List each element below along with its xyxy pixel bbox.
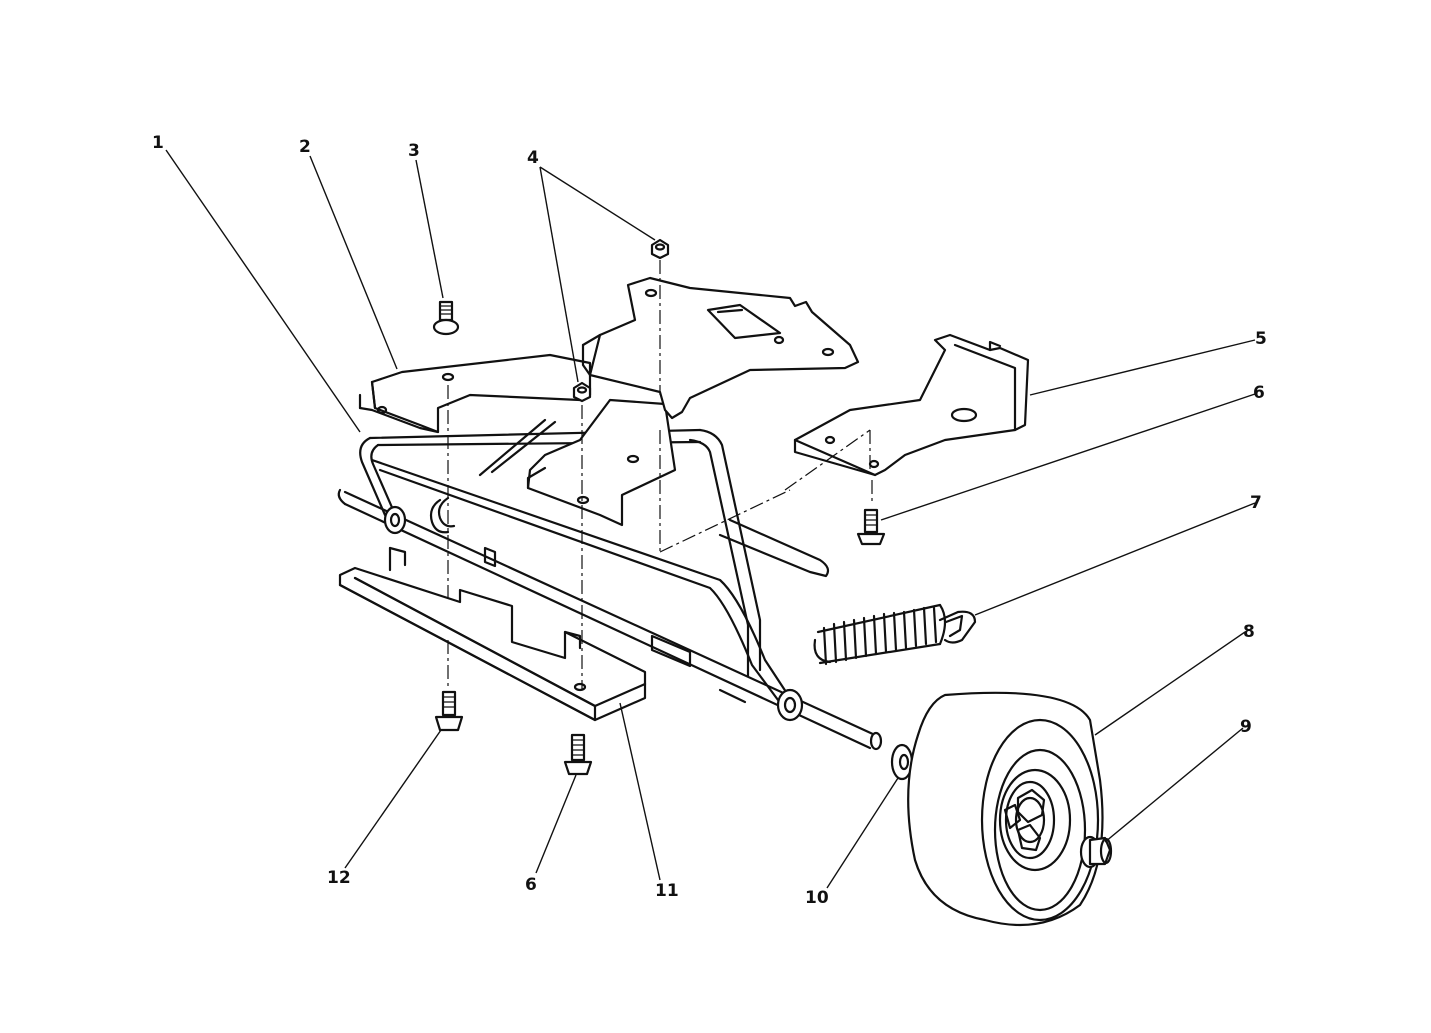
part-8-wheel (907, 691, 1104, 927)
leader-1 (165, 149, 361, 433)
leader-8 (1094, 631, 1246, 736)
leader-6a (880, 393, 1256, 521)
part-5-right-bracket (793, 333, 1030, 477)
hex-nut-upper (650, 238, 670, 260)
callout-2: 2 (299, 137, 311, 157)
callout-6b: 6 (525, 875, 537, 895)
part-2-pivot-bracket (358, 353, 677, 527)
leader-2 (309, 155, 398, 370)
callout-12: 12 (327, 868, 351, 888)
callout-labels: 1 2 3 4 5 6 7 8 9 10 11 12 6 (152, 133, 1267, 908)
callout-6a: 6 (1253, 383, 1265, 403)
part-7-extension-spring (813, 603, 977, 666)
part-12-screw (434, 690, 464, 732)
part-3-flanged-bushing (432, 300, 460, 336)
leader-7 (974, 502, 1256, 616)
part-11-lower-channel (338, 546, 647, 722)
callout-8: 8 (1243, 622, 1255, 642)
callout-9: 9 (1240, 717, 1252, 737)
part-6-screw-upper (856, 508, 886, 546)
leader-6b (535, 774, 577, 874)
hex-nut-lower (572, 381, 592, 403)
callout-7: 7 (1250, 493, 1262, 513)
leader-lines (165, 149, 1256, 889)
callout-3: 3 (408, 141, 420, 161)
leader-3 (415, 159, 444, 299)
part-9-cap-nut (1079, 835, 1113, 869)
upper-rear-plate (581, 276, 860, 420)
leader-12 (344, 729, 442, 869)
leader-11 (619, 702, 661, 881)
leader-4a (539, 166, 656, 241)
callout-1: 1 (152, 133, 164, 153)
callout-10: 10 (805, 888, 829, 908)
leader-10 (826, 777, 899, 889)
callout-11: 11 (655, 881, 679, 901)
leader-4b (539, 166, 579, 383)
part-4-hex-nuts (572, 238, 670, 403)
callout-5: 5 (1255, 329, 1267, 349)
callout-4: 4 (527, 148, 539, 168)
part-6-screw-lower (563, 733, 593, 776)
leader-5 (1029, 339, 1256, 396)
leader-9 (1104, 727, 1244, 843)
